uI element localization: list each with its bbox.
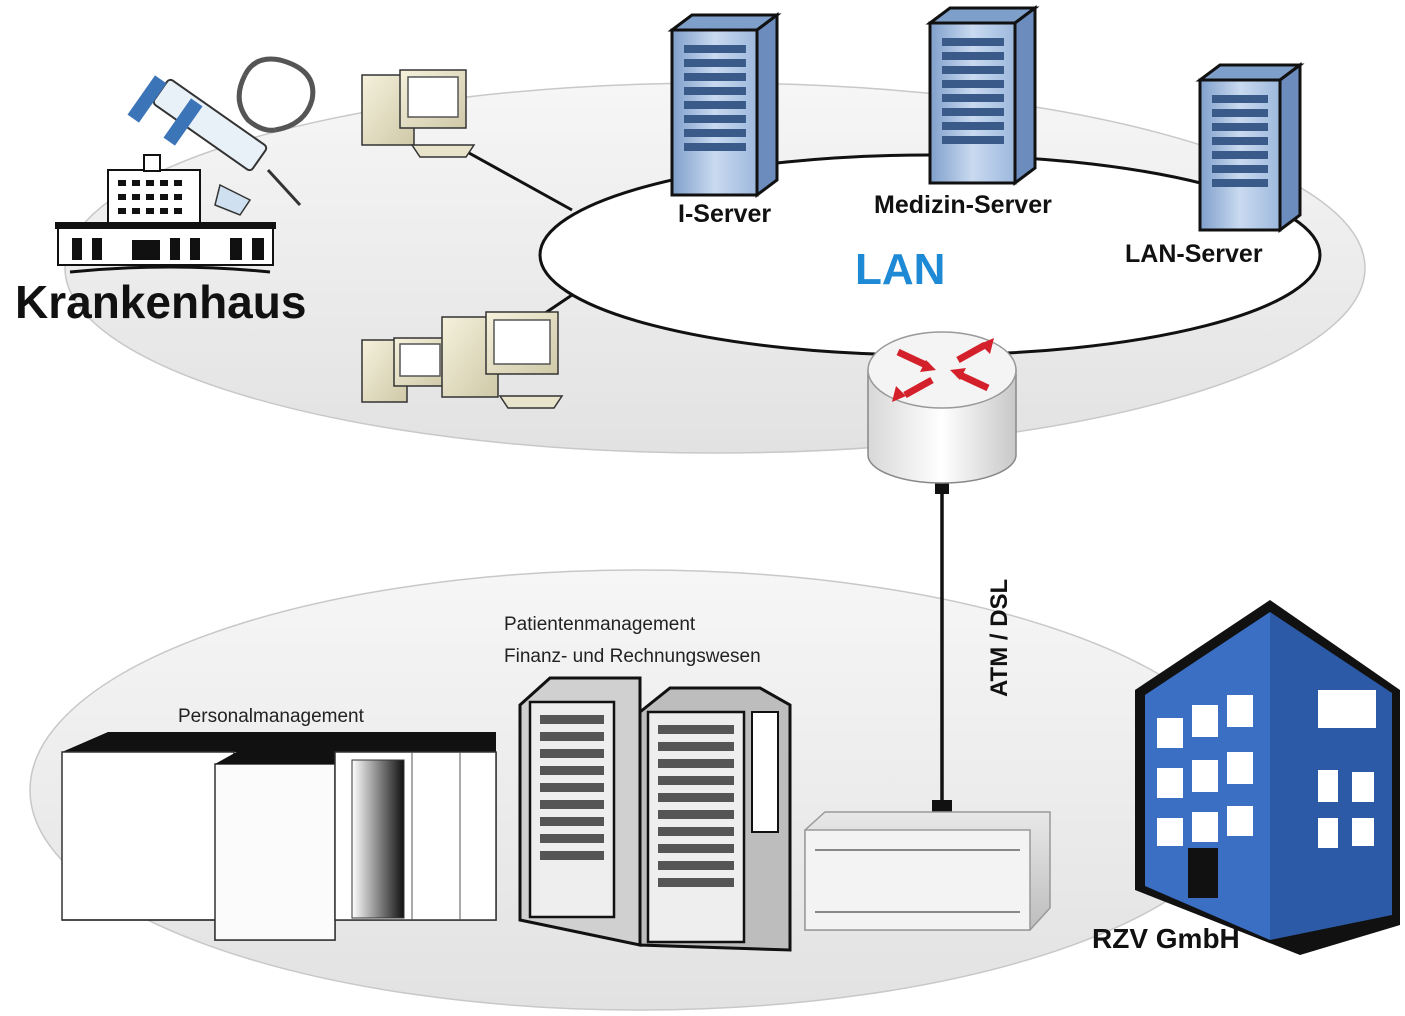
patientenmanagement-label: Patientenmanagement xyxy=(504,614,696,635)
desktop-computer-icon xyxy=(361,69,476,158)
link-connector-top xyxy=(935,482,949,494)
desktop-computer-icon xyxy=(361,337,447,403)
hospital-label: Krankenhaus xyxy=(15,276,306,328)
personalmanagement-label: Personalmanagement xyxy=(178,706,365,727)
rack-server-icon xyxy=(638,686,792,952)
link-connector-bottom xyxy=(932,800,952,812)
desktop-computer-icon xyxy=(441,311,564,409)
i-server-label: I-Server xyxy=(678,200,771,228)
rack-server-icon xyxy=(925,5,1040,186)
rack-server-icon xyxy=(1195,62,1305,233)
rack-server-icon xyxy=(667,12,782,198)
atm-dsl-label: ATM / DSL xyxy=(986,579,1013,697)
office-building-icon xyxy=(1135,600,1400,955)
mainframe-icon xyxy=(61,732,497,941)
workstation-link-top xyxy=(459,146,573,212)
router-icon xyxy=(867,331,1017,484)
hospital-building-icon xyxy=(55,154,276,274)
stethoscope-icon xyxy=(236,56,316,133)
lan-label: LAN xyxy=(855,245,945,294)
medizin-server-label: Medizin-Server xyxy=(874,191,1052,219)
finanz-label: Finanz- und Rechnungswesen xyxy=(504,646,761,667)
rack-server-icon xyxy=(518,676,642,947)
lan-server-label: LAN-Server xyxy=(1125,240,1263,268)
network-gateway-box xyxy=(804,811,1051,931)
syringe-icon xyxy=(127,75,302,216)
rzv-label: RZV GmbH xyxy=(1092,923,1240,954)
